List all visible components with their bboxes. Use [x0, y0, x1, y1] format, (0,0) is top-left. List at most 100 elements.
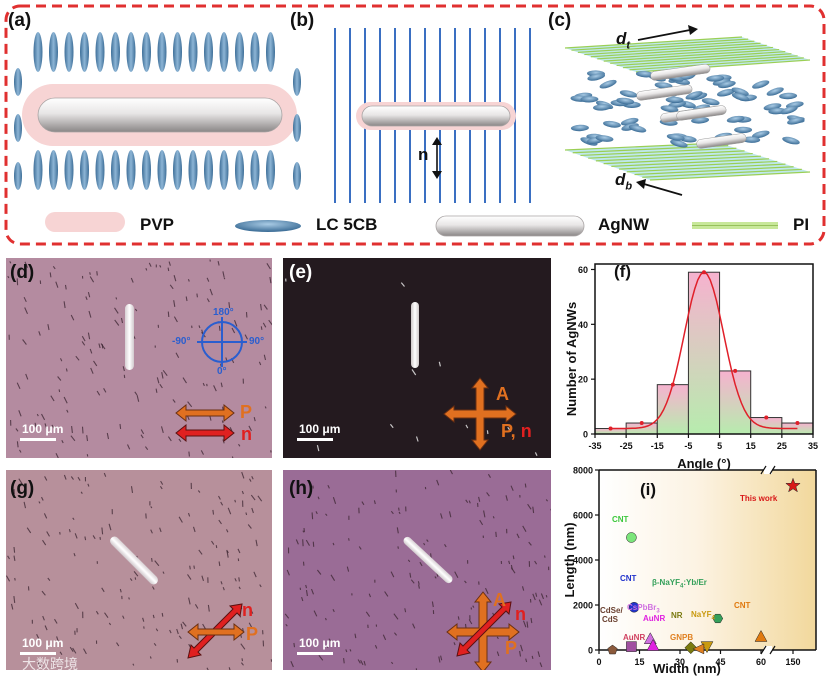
lc-molecule [204, 150, 213, 190]
histogram-bar [719, 370, 752, 435]
pi-groove [577, 40, 755, 53]
speckle [543, 555, 546, 558]
speckle [77, 476, 81, 481]
xlabel-i: Width (nm) [653, 661, 721, 676]
lc-molecule [126, 32, 136, 72]
speckle [173, 316, 178, 323]
speckle [222, 271, 225, 278]
speckle [96, 271, 98, 276]
lc-molecule [635, 70, 654, 78]
speckle [479, 519, 484, 526]
speckle [55, 453, 59, 458]
speckle [327, 484, 330, 489]
speckle [226, 550, 229, 558]
speckle [464, 580, 467, 584]
speckle [247, 524, 252, 529]
pi-groove [603, 48, 780, 62]
speckle [198, 549, 203, 555]
speckle [449, 470, 453, 475]
speckle [72, 517, 75, 521]
speckle [415, 436, 419, 442]
speckle [16, 441, 19, 448]
speckle [90, 367, 94, 374]
pi-groove [597, 46, 773, 60]
speckle [415, 668, 418, 670]
point-square [626, 641, 637, 652]
speckle [72, 647, 77, 654]
point-diamond [684, 641, 698, 655]
speckle [140, 434, 144, 439]
speckle [354, 633, 357, 639]
micrograph-d: 180° -90° 90° 0° P n 100 μm (d) [6, 258, 272, 458]
speckle [159, 485, 163, 490]
speckle [182, 377, 187, 384]
speckle [263, 304, 268, 310]
speckle [525, 658, 528, 663]
speckle [187, 574, 192, 580]
speckle [57, 376, 62, 381]
speckle [478, 496, 481, 502]
speckle [68, 529, 71, 533]
speckle [295, 539, 299, 545]
speckle [253, 416, 256, 422]
pi-groove [588, 150, 745, 159]
lc-molecule [691, 117, 710, 124]
x-tick-label: -15 [651, 441, 664, 451]
histogram-bar [750, 417, 783, 435]
speckle [182, 621, 187, 627]
speckle [152, 614, 155, 619]
lc-molecule [742, 136, 761, 143]
speckle [10, 603, 14, 610]
x-tick-label: 30 [675, 657, 685, 667]
angle-neg90: -90° [172, 336, 191, 347]
speckle [193, 565, 195, 569]
y-tick-label: 4000 [573, 556, 593, 566]
speckle [159, 264, 162, 268]
speckle [19, 449, 22, 453]
speckle [178, 635, 182, 640]
speckle [302, 530, 305, 533]
lc-molecule [570, 124, 589, 132]
y-tick-label: 20 [578, 375, 588, 385]
agnw-rod [37, 97, 283, 133]
speckle [248, 622, 253, 629]
speckle [305, 590, 308, 597]
speckle [6, 575, 11, 582]
speckle [431, 601, 434, 608]
speckle [189, 565, 191, 570]
lc-molecule [235, 32, 244, 72]
speckle [114, 319, 120, 326]
speckle [159, 527, 162, 533]
speckle [453, 642, 456, 646]
panel-label-e: (e) [289, 262, 313, 283]
x-tick-label: 150 [785, 657, 800, 667]
speckle [104, 612, 109, 619]
speckle [114, 307, 119, 314]
lc-molecule [235, 150, 244, 190]
panel-label-i: (i) [640, 480, 657, 499]
speckle [305, 539, 310, 546]
frame [4, 4, 826, 246]
axis-break [760, 645, 767, 655]
speckle [167, 311, 170, 318]
speckle [229, 426, 233, 432]
label-nayf4: NaYF4 [691, 610, 715, 622]
speckle [69, 646, 74, 653]
x-tick-label: 45 [715, 657, 725, 667]
panel-label-f: (f) [614, 262, 631, 281]
speckle [237, 548, 241, 554]
lc-molecule [188, 150, 198, 190]
speckle [440, 513, 443, 519]
speckle [263, 354, 267, 361]
speckle [38, 501, 41, 504]
speckle [253, 571, 257, 578]
angle-0: 0° [217, 366, 227, 377]
lc-molecule [49, 150, 58, 190]
speckle [317, 496, 320, 500]
speckle [345, 649, 348, 653]
speckle [150, 529, 153, 534]
fit-point [733, 368, 738, 373]
lc-molecule [266, 150, 275, 190]
fit-point [608, 426, 613, 431]
speckle [155, 388, 158, 393]
